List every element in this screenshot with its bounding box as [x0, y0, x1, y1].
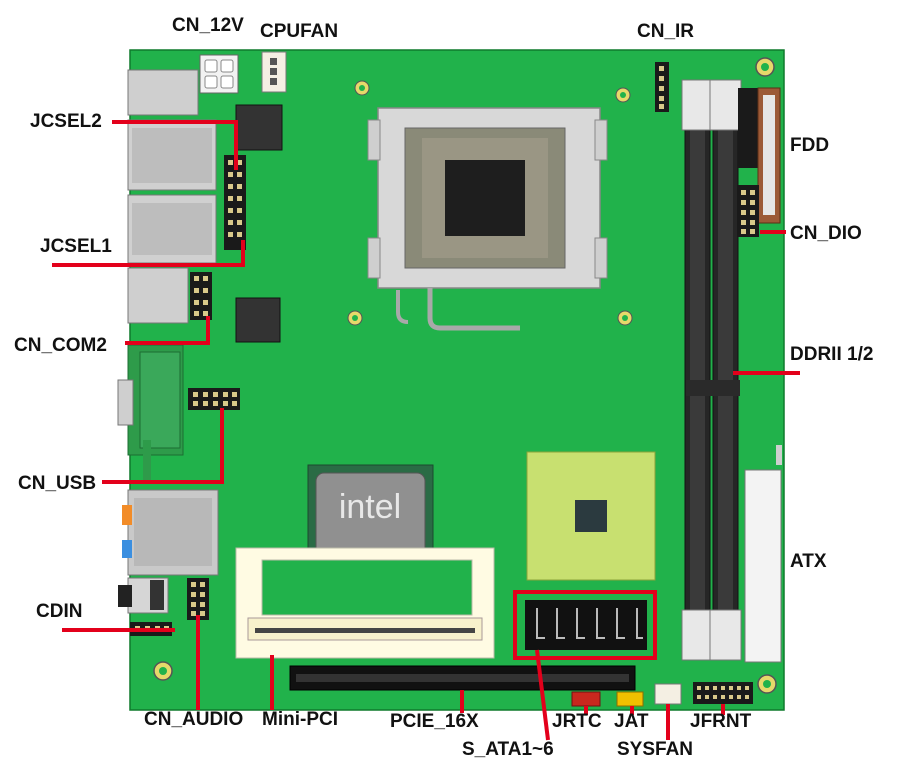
atx-connector [744, 445, 782, 663]
dio-header [737, 185, 759, 237]
cn-12v-connector [199, 54, 239, 94]
jat-header [616, 691, 644, 707]
jfrnt-header [693, 682, 753, 704]
sysfan-header [654, 683, 682, 705]
usb-header [188, 388, 240, 410]
mini-pci-slot [235, 547, 495, 659]
cn-ir-header [655, 62, 669, 112]
label-ddrii: DDRII 1/2 [790, 344, 874, 365]
sata-connectors [525, 600, 647, 650]
label-cn-usb: CN_USB [18, 473, 97, 494]
jrtc-header [571, 691, 601, 707]
chip-lower [235, 297, 281, 343]
label-jcsel1: JCSEL1 [40, 236, 112, 257]
label-cn-12v: CN_12V [172, 15, 244, 36]
jcsel-header [224, 155, 246, 250]
label-s-ata: S_ATA1~6 [462, 739, 554, 760]
label-cn-dio: CN_DIO [790, 223, 862, 244]
label-cn-com2: CN_COM2 [14, 335, 107, 356]
label-fdd: FDD [790, 135, 830, 156]
label-sysfan: SYSFAN [617, 739, 694, 760]
cpu-socket [367, 107, 608, 331]
cpufan-header [261, 51, 287, 93]
vga-connector [117, 344, 184, 480]
chip-upper [235, 104, 283, 151]
intel-logo: intel [339, 488, 401, 526]
label-jfrnt: JFRNT [690, 711, 752, 732]
south-bridge [526, 451, 656, 581]
label-jcsel2: JCSEL2 [30, 111, 102, 132]
sata-highlight-box [513, 590, 657, 660]
label-pcie-16x: PCIE_16X [390, 711, 479, 732]
pcie-16x-slot [289, 665, 636, 691]
label-jrtc: JRTC [552, 711, 602, 732]
label-cdin: CDIN [36, 601, 83, 622]
label-cn-audio: CN_AUDIO [144, 709, 244, 730]
label-atx: ATX [790, 551, 827, 572]
com2-header [190, 272, 212, 320]
audio-header [187, 578, 209, 620]
label-mini-pci: Mini-PCI [262, 709, 338, 730]
label-cn-ir: CN_IR [637, 21, 695, 42]
leader-lines [52, 120, 800, 741]
label-jat: JAT [614, 711, 649, 732]
fdd-connector [738, 87, 781, 224]
label-cpufan: CPUFAN [260, 21, 339, 42]
rear-io-ports [118, 69, 219, 614]
